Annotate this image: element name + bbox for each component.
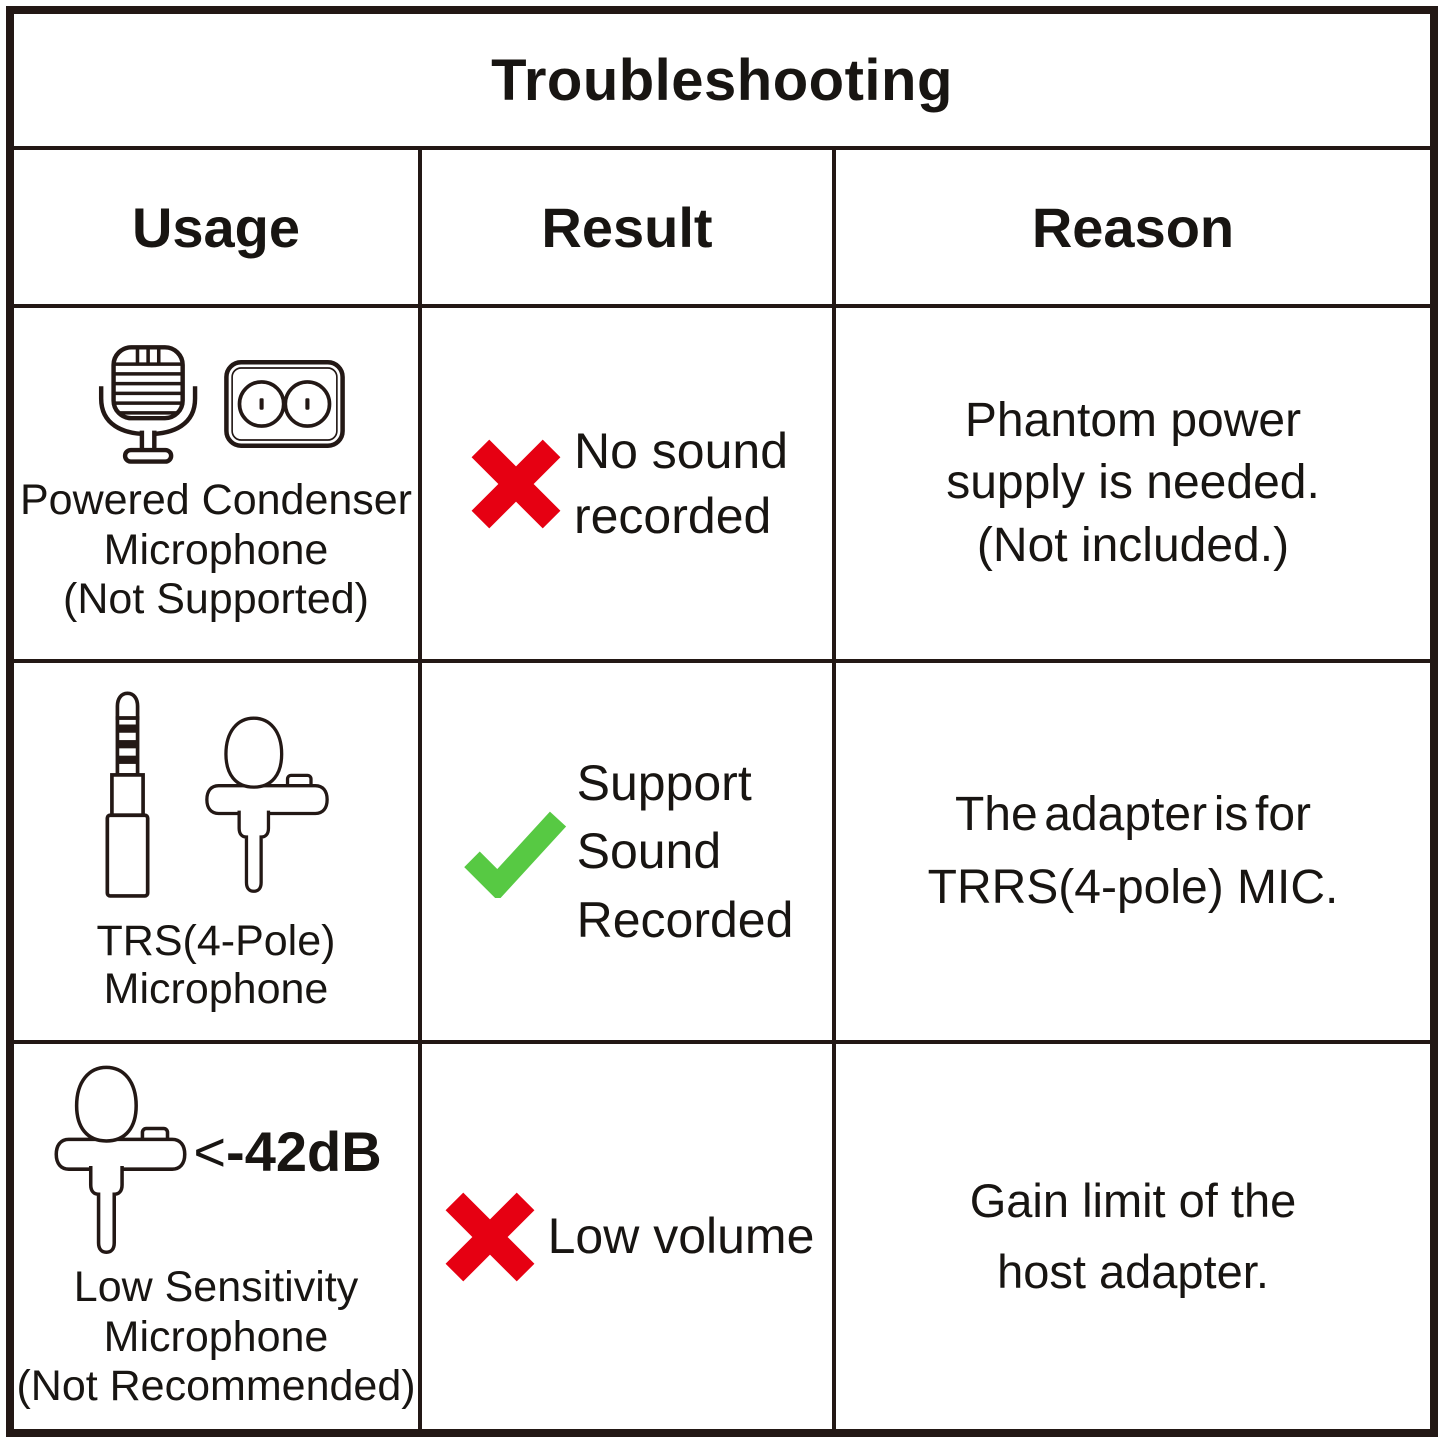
row3-reason-line2: host adapter.: [997, 1244, 1269, 1298]
row1-reason-line3: (Not included.): [976, 518, 1290, 572]
troubleshooting-table: Troubleshooting Usage Result Reason: [6, 6, 1438, 1437]
row1-usage-cell: Powered Condenser Microphone (Not Suppor…: [14, 308, 422, 663]
row2-reason-text: The adapter is for TRRS(4-pole) MIC.: [928, 779, 1339, 925]
row1-reason-line1: Phantom power: [964, 393, 1302, 447]
page-title: Troubleshooting: [491, 47, 953, 113]
row1-result-line1: No sound: [573, 422, 789, 479]
row3-reason-line1: Gain limit of the: [969, 1174, 1297, 1227]
row1-reason-text: Phantom power supply is needed. (Not inc…: [946, 390, 1320, 577]
power-outlet-icon: [223, 360, 345, 449]
column-header-reason: Reason: [836, 150, 1430, 308]
column-header-result: Result: [422, 150, 836, 308]
row2-usage-icons: [100, 690, 333, 902]
row3-result-line1: Low volume: [547, 1208, 815, 1264]
row1-usage-line1: Powered Condenser: [19, 476, 413, 525]
row3-reason-cell: Gain limit of the host adapter.: [836, 1044, 1430, 1429]
condenser-microphone-icon: [98, 345, 197, 465]
row1-result-cell: No sound recorded: [422, 308, 836, 663]
row3-reason-text: Gain limit of the host adapter.: [970, 1166, 1297, 1307]
red-cross-icon: [445, 1192, 535, 1281]
table-title-cell: Troubleshooting: [14, 14, 1430, 150]
column-header-result-label: Result: [541, 195, 713, 259]
row1-reason-line2: supply is needed.: [946, 456, 1320, 510]
less-than-symbol: <: [193, 1120, 227, 1184]
row3-result-cell: Low volume: [422, 1044, 836, 1429]
row1-reason-cell: Phantom power supply is needed. (Not inc…: [836, 308, 1430, 663]
row2-result-line3: Recorded: [576, 891, 794, 948]
row2-usage-line2: Microphone: [103, 964, 329, 1013]
row3-usage-cell: <-42dB Low Sensitivity Microphone (Not R…: [14, 1044, 422, 1429]
row1-result-line2: recorded: [573, 487, 772, 544]
row1-usage-icons: [87, 342, 346, 466]
row1-usage-label: Powered Condenser Microphone (Not Suppor…: [20, 476, 412, 624]
lavalier-microphone-icon: [204, 716, 329, 894]
row2-usage-line1: TRS(4-Pole): [96, 917, 336, 966]
red-cross-icon: [471, 439, 561, 528]
column-header-reason-label: Reason: [1031, 195, 1235, 259]
row3-usage-line3: (Not Recommended): [16, 1362, 416, 1411]
green-check-icon: [463, 811, 566, 898]
row2-usage-cell: TRS(4-Pole) Microphone: [14, 663, 422, 1044]
row2-reason-cell: The adapter is for TRRS(4-pole) MIC.: [836, 663, 1430, 1044]
row2-usage-label: TRS(4-Pole) Microphone: [96, 917, 336, 1013]
row2-reason-line2: TRRS(4-pole) MIC.: [927, 860, 1339, 914]
sensitivity-value: -42dB: [226, 1120, 382, 1184]
row2-result-text: Support Sound Recorded: [577, 749, 794, 955]
sensitivity-annotation: <-42dB: [193, 1119, 381, 1184]
row2-result-line1: Support: [576, 754, 752, 811]
row3-usage-line2: Microphone: [103, 1312, 329, 1361]
row2-result-cell: Support Sound Recorded: [422, 663, 836, 1044]
column-header-usage: Usage: [14, 150, 422, 308]
row2-reason-line1: The adapter is for: [954, 787, 1312, 841]
row1-result-text: No sound recorded: [574, 419, 788, 549]
trs-plug-icon: [105, 691, 149, 898]
row2-result-line2: Sound: [576, 823, 722, 880]
row1-usage-line2: Microphone: [103, 525, 329, 574]
lavalier-microphone-icon: [54, 1065, 187, 1255]
column-header-usage-label: Usage: [131, 195, 301, 259]
row3-usage-label: Low Sensitivity Microphone (Not Recommen…: [16, 1263, 415, 1411]
row3-result-text: Low volume: [548, 1204, 815, 1269]
row1-usage-line3: (Not Supported): [63, 575, 369, 624]
row3-usage-line1: Low Sensitivity: [73, 1263, 359, 1312]
row3-usage-icons: <-42dB: [50, 1061, 382, 1257]
